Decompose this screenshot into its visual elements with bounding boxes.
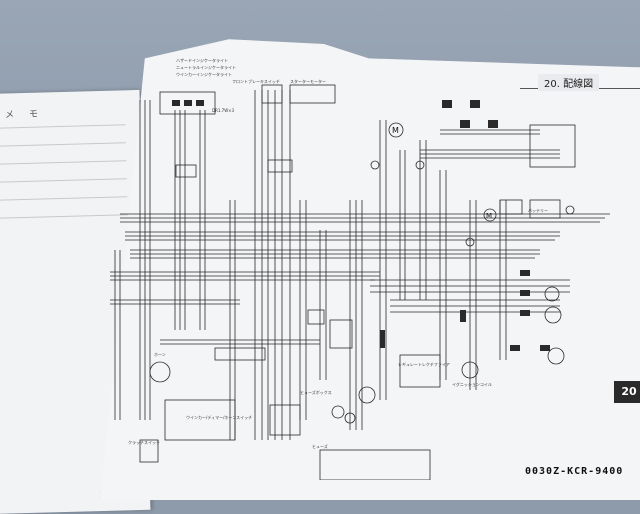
part-number: 0030Z-KCR-9400 [525, 466, 624, 477]
component-label: ウインカーインジケータライト [176, 72, 232, 77]
page-title: 20. 配線図 [538, 74, 600, 91]
component-label: イグニッションコイル [452, 382, 492, 387]
component-label: フロントブレーキスイッチ [232, 79, 280, 84]
section-tab: 20 [614, 381, 640, 403]
component-label: ハザードインジケータライト [176, 58, 228, 63]
component-label: ニュートラルインジケータライト [176, 65, 236, 70]
wiring-diagram-page [100, 39, 640, 500]
component-label: スターターモーター [290, 79, 326, 84]
component-label: DR1.7W×3 [212, 108, 235, 113]
svg-text:M: M [392, 126, 399, 135]
component-label: ホーン [154, 352, 166, 357]
svg-text:M: M [486, 212, 492, 220]
component-label: レギュレートレクチファイア [398, 362, 450, 367]
component-label: ヒューズボックス [300, 390, 332, 395]
component-label: ウインカー/ディマー/ホーンスイッチ [186, 415, 253, 420]
component-label: バッテリー [528, 208, 548, 213]
component-label: クラッチスイッチ [128, 440, 160, 445]
component-label: ヒューズ [312, 444, 328, 449]
wiring-diagram: M M [110, 84, 610, 480]
